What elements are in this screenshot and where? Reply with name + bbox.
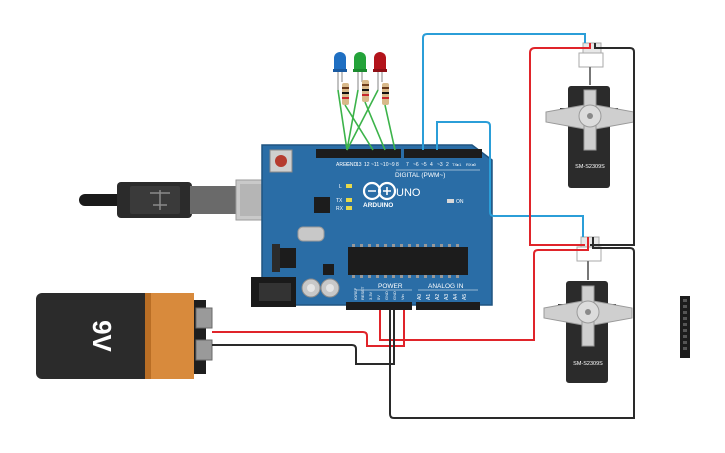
pin-label-3: ~3: [437, 162, 443, 168]
led-green[interactable]: [353, 52, 367, 90]
servo-bottom[interactable]: SM-S2309S: [543, 236, 633, 383]
board-model: UNO: [396, 187, 421, 199]
led-label-tx: TX: [336, 198, 343, 204]
pin-label-3v3: 3.3V: [368, 291, 373, 300]
reset-button[interactable]: [275, 155, 287, 167]
crystal: [297, 226, 325, 242]
usb-chip: [314, 197, 330, 213]
onboard-led-rx: [346, 206, 352, 210]
led-wires[interactable]: [337, 89, 396, 151]
pin-label-8: 8: [396, 162, 399, 168]
arduino-logo: [362, 181, 397, 201]
pin-label-a0: A0: [417, 294, 423, 300]
pin-header-strip[interactable]: [680, 296, 690, 358]
pin-label-ioref: IOREF: [353, 287, 358, 300]
usb-icon: [150, 190, 170, 210]
pin-label-gnd1: GND: [384, 291, 389, 300]
pin-label-a5: A5: [462, 294, 468, 300]
wire-battery-positive[interactable]: [212, 310, 405, 347]
power-header[interactable]: [346, 302, 412, 310]
wire-power-servo-top[interactable]: [529, 43, 591, 246]
battery-terminal-positive: [195, 307, 213, 329]
digital-header-mid[interactable]: [404, 149, 456, 158]
pin-label-13: 13: [356, 162, 362, 168]
battery-9v[interactable]: 9V: [36, 293, 213, 379]
battery-terminal-negative: [195, 339, 213, 361]
wire-ground-servo-bottom[interactable]: [389, 237, 635, 419]
board-brand: ARDUINO: [363, 202, 393, 209]
pin-label-5: ~5: [421, 162, 427, 168]
power-led: [447, 199, 454, 203]
led-label-l: L: [339, 184, 342, 190]
pin-label-6: ~6: [413, 162, 419, 168]
pin-label-vin: Vin: [400, 294, 405, 300]
servo-bottom-model: SM-S2309S: [573, 361, 603, 367]
battery-label: 9V: [87, 320, 117, 352]
digital-header-left[interactable]: [316, 149, 401, 158]
pin-label-gnd2: GND: [392, 291, 397, 300]
pin-label-9: ~9: [389, 162, 395, 168]
pin-label-7: 7: [406, 162, 409, 168]
pin-label-a3: A3: [444, 294, 450, 300]
regulator: [276, 248, 296, 268]
onboard-led-tx: [346, 198, 352, 202]
analog-in-label: ANALOG IN: [428, 283, 464, 290]
arduino-uno-board[interactable]: AREF GND 13 12 ~11 ~10 ~9 8 7 ~6 ~5 4 ~3…: [251, 144, 493, 310]
usb-cable[interactable]: [79, 179, 293, 221]
power-label: POWER: [378, 283, 403, 290]
resistor-2[interactable]: [362, 80, 369, 102]
pin-label-aref: AREF: [336, 162, 349, 168]
led-blue[interactable]: [333, 52, 347, 90]
pin-label-10: ~10: [380, 162, 389, 168]
resistor-3[interactable]: [382, 83, 389, 105]
servo-top-model: SM-S2309S: [575, 164, 605, 170]
pin-label-a2: A2: [435, 294, 441, 300]
pin-label-reset: RESET: [360, 286, 365, 300]
atmega-chip: [348, 247, 468, 275]
pin-label-2: 2: [446, 162, 449, 168]
pin-label-12: 12: [364, 162, 370, 168]
pin-label-a4: A4: [453, 294, 459, 300]
pin-label-4: 4: [430, 162, 433, 168]
wire-power-servo-bottom[interactable]: [379, 237, 589, 341]
wire-signal-servo-top[interactable]: [422, 33, 586, 150]
on-label: ON: [456, 199, 464, 205]
pin-label-a1: A1: [426, 294, 432, 300]
pin-label-tx1: TX▸1: [452, 162, 462, 167]
pin-label-gnd-top: GND: [346, 162, 358, 168]
led-label-rx: RX: [336, 206, 344, 212]
digital-header-right[interactable]: [440, 149, 482, 158]
pin-label-5v: 5V: [376, 295, 381, 300]
onboard-led-l: [346, 184, 352, 188]
servo-top[interactable]: SM-S2309S: [545, 42, 635, 188]
pin-label-rx0: RX◂0: [466, 162, 477, 167]
wire-battery-negative[interactable]: [212, 310, 395, 365]
led-red[interactable]: [373, 52, 387, 90]
digital-pwm-label: DIGITAL (PWM~): [395, 172, 445, 179]
analog-header[interactable]: [416, 302, 480, 310]
wire-ground-servo-top[interactable]: [590, 43, 635, 246]
wire-signal-servo-bottom[interactable]: [436, 121, 584, 237]
resistor-1[interactable]: [342, 83, 349, 105]
pin-label-11: ~11: [371, 162, 379, 168]
